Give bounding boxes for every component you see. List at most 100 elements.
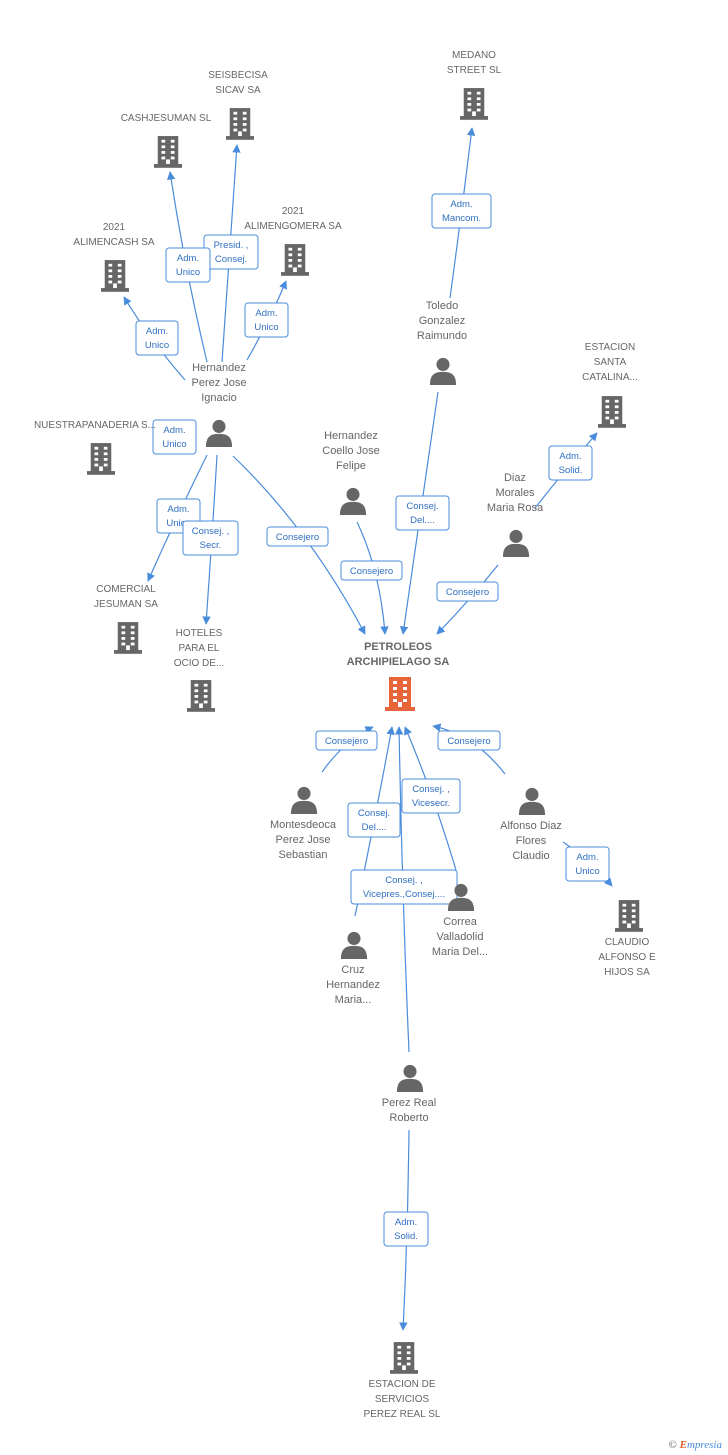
relation-text: Consejero — [446, 587, 489, 598]
person-label-line: Claudio — [512, 850, 549, 862]
company-label-line: 2021 — [103, 222, 126, 233]
relation-label-r6[interactable]: Adm. Unico — [152, 419, 197, 455]
person-label-line: Hernandez — [326, 979, 380, 991]
company-label-line: STREET SL — [447, 65, 502, 76]
company-label-line: ALIMENCASH SA — [73, 237, 154, 248]
relation-text: Vicepres.,Consej.... — [363, 889, 445, 900]
relation-label-r9[interactable]: Consejero — [266, 526, 329, 547]
node-company-cashjesuman[interactable]: CASHJESUMAN SL — [121, 113, 212, 168]
relation-text: Solid. — [394, 1231, 418, 1242]
relation-box — [244, 302, 289, 338]
relation-box — [266, 526, 329, 547]
building-icon — [87, 443, 115, 475]
relation-box — [152, 419, 197, 455]
relation-label-r17[interactable]: Consej.Del.... — [347, 802, 401, 838]
relation-box — [565, 846, 610, 882]
edge-layer — [123, 127, 613, 1331]
relation-text: Del.... — [362, 822, 387, 833]
company-label-line: MEDANO — [452, 50, 496, 61]
relation-text: Adm. — [177, 253, 199, 264]
person-label-line: Raimundo — [417, 330, 467, 342]
relation-text: Consejero — [276, 532, 319, 543]
relation-box — [165, 247, 211, 283]
person-label-line: Montesdeoca — [270, 819, 337, 831]
company-label-line: ALIMENGOMERA SA — [244, 221, 342, 232]
relation-label-r1[interactable]: Adm.Mancom. — [431, 193, 492, 229]
relation-label-r8[interactable]: Consej. ,Secr. — [182, 520, 239, 556]
relation-text: Consej. , — [192, 526, 230, 537]
company-label-line: HOTELES — [176, 628, 223, 639]
relation-box — [437, 730, 501, 751]
node-company-medano[interactable]: MEDANO STREET SL — [447, 50, 502, 120]
person-label-line: Diaz — [504, 472, 526, 484]
relation-label-r16[interactable]: Consej. ,Vicesecr. — [401, 778, 461, 814]
relation-label-r20[interactable]: Adm. Solid. — [383, 1211, 429, 1247]
relation-text: Unico — [176, 267, 200, 278]
relation-text: Adm. — [576, 852, 598, 863]
relation-text: Adm. — [395, 1217, 417, 1228]
building-icon — [460, 88, 488, 120]
relation-label-r2[interactable]: Presid. ,Consej. — [203, 234, 259, 270]
relation-text: Consej. , — [385, 875, 423, 886]
company-label-line: ALFONSO E — [598, 952, 656, 963]
person-label-line: Flores — [516, 835, 547, 847]
relation-text: Adm. — [450, 199, 472, 210]
relation-label-r19[interactable]: Consej. , Vicepres.,Consej.... — [350, 869, 458, 905]
person-label-line: Perez Jose — [191, 377, 246, 389]
person-label-line: Alfonso Diaz — [500, 820, 562, 832]
person-icon — [339, 487, 367, 515]
relation-text: Adm. — [559, 451, 581, 462]
relation-label-r13[interactable]: Consejero — [436, 581, 499, 602]
node-company-nuestrapanaderia[interactable]: NUESTRAPANADERIA S... — [34, 420, 156, 475]
brand-rest: mpresia — [686, 1439, 722, 1451]
relation-label-r12[interactable]: Consejero — [340, 560, 403, 581]
building-icon — [101, 260, 129, 292]
person-label-line: Gonzalez — [419, 315, 465, 327]
relation-label-r3[interactable]: Adm. Unico — [165, 247, 211, 283]
relation-text: Consejero — [447, 736, 490, 747]
building-icon — [187, 680, 215, 712]
person-label-line: Sebastian — [279, 849, 328, 861]
relation-label-r15[interactable]: Consejero — [437, 730, 501, 751]
relation-box — [548, 445, 593, 481]
relation-label-r18[interactable]: Adm.Unico — [565, 846, 610, 882]
building-icon — [226, 108, 254, 140]
node-person-cruz[interactable]: CruzHernandezMaria... — [326, 931, 380, 1006]
relation-label-r4[interactable]: Adm.Unico — [135, 320, 179, 356]
relation-text: Adm. — [163, 425, 185, 436]
relation-text: Consejero — [325, 736, 368, 747]
relation-text: Unico — [162, 439, 186, 450]
person-label-line: Perez Real — [382, 1097, 436, 1109]
relation-label-r11[interactable]: Adm.Solid. — [548, 445, 593, 481]
person-label-line: Morales — [495, 487, 535, 499]
relation-text: Adm. — [167, 504, 189, 515]
relation-box — [395, 495, 450, 531]
person-label-line: Coello Jose — [322, 445, 379, 457]
building-icon — [598, 396, 626, 428]
relation-box — [431, 193, 492, 229]
relation-label-r10[interactable]: Consej.Del.... — [395, 495, 450, 531]
company-label-line: CATALINA... — [582, 372, 638, 383]
person-label-line: Maria... — [335, 994, 372, 1006]
relation-label-r5[interactable]: Adm.Unico — [244, 302, 289, 338]
node-company-estacion_santa[interactable]: ESTACIONSANTACATALINA... — [582, 342, 638, 428]
person-label-line: Hernandez — [192, 362, 246, 374]
relation-label-r14[interactable]: Consejero — [315, 730, 378, 751]
